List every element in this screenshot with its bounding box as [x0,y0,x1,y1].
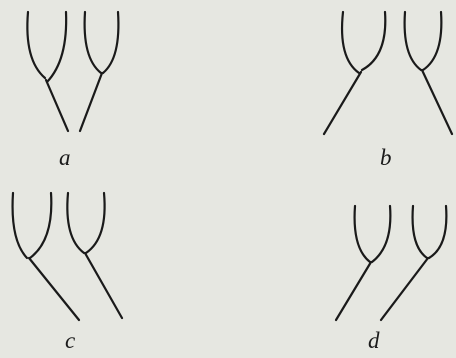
panel-b-label: b [380,146,392,169]
panel-c-left-fork-left-arm [13,193,27,258]
panel-c [13,193,122,320]
panel-c-right-fork-left-arm [67,193,84,253]
panel-a-right-fork-left-arm [85,12,101,73]
panel-d-left-fork-left-arm [355,206,370,262]
panel-a-label: a [59,146,71,169]
panel-a-left-fork-left-arm [27,12,45,78]
panel-b-left-fork-right-arm [362,12,385,70]
panel-d-label: d [368,329,380,352]
panel-c-right-fork-right-arm [86,193,105,253]
panel-d-left-fork-right-arm [372,206,390,262]
panel-a-right-fork-right-arm [103,12,118,73]
panel-d-left-fork-stem [336,262,371,320]
panel-a-left-fork-stem [46,80,68,131]
panel-b-right-fork-stem [422,70,452,134]
panel-b-left-fork-left-arm [342,12,359,73]
panel-d-left-fork [336,206,390,320]
panel-d-right-fork-stem [381,258,428,320]
panel-b-right-fork-left-arm [405,12,421,70]
panel-a-left-fork-right-arm [47,12,66,82]
panel-c-left-fork-stem [29,258,79,320]
panel-a [27,12,118,131]
panel-c-left-fork-right-arm [30,193,51,258]
panel-d-right-fork-right-arm [429,206,446,258]
panel-c-left-fork [13,193,79,320]
panel-c-right-fork-stem [85,253,122,318]
panel-a-right-fork [80,12,118,131]
panel-d-right-fork-left-arm [413,206,427,258]
panel-a-left-fork [27,12,68,131]
panel-c-right-fork [67,193,122,318]
panel-b [324,12,452,134]
panel-b-right-fork-right-arm [423,12,441,70]
panel-c-label: c [65,329,75,352]
panel-b-left-fork [324,12,385,134]
panel-b-right-fork [405,12,452,134]
panel-a-right-fork-stem [80,73,102,131]
panel-b-left-fork-stem [324,72,361,134]
panel-d [336,206,446,320]
